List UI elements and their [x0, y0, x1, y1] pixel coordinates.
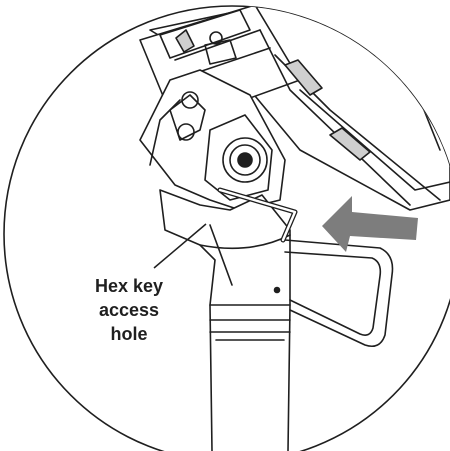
callout-line-2: access — [98, 300, 160, 320]
bolt-knob — [222, 137, 268, 183]
handle-grip — [159, 189, 291, 306]
trigger-guard — [284, 239, 394, 348]
detail-circle — [3, 5, 450, 451]
extension-pole — [209, 304, 291, 451]
callout-line-1: Hex key — [94, 276, 164, 296]
hex-key — [217, 187, 298, 243]
callout-line-3: hole — [110, 324, 148, 344]
callout-leader-line — [153, 223, 207, 269]
insertion-arrow — [322, 196, 418, 252]
callout-label: Hex key access hole — [74, 274, 184, 346]
